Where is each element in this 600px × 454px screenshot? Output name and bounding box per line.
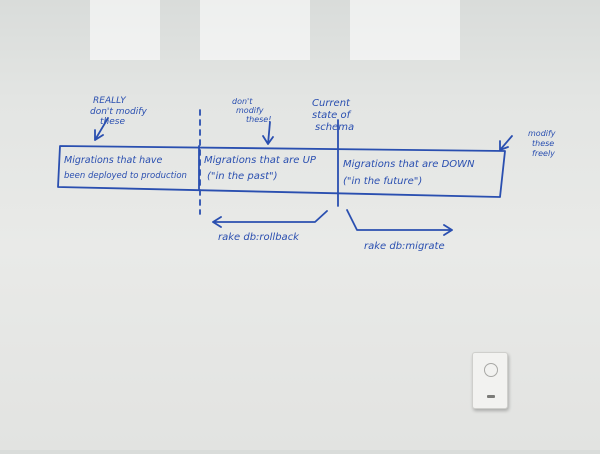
note-dont-modify-line2: modify xyxy=(236,106,264,115)
svg-text:Migrations that are DOWN: Migrations that are DOWN ("in the future… xyxy=(343,159,478,187)
box-up-line2: ("in the past") xyxy=(207,171,278,182)
note-freely-line1: modify xyxy=(528,129,556,138)
thermostat-logo xyxy=(487,395,495,398)
rollback-arrow-icon xyxy=(212,210,328,228)
timeline-box-outline xyxy=(57,145,506,198)
note-dont-modify-line3: these! xyxy=(246,115,271,124)
ceiling-light-reflection xyxy=(350,0,460,60)
rake-migrate-label: rake db:migrate xyxy=(364,241,445,252)
svg-text:modify these freel: modify these freely xyxy=(528,129,558,158)
note-freely-line2: these xyxy=(532,139,554,148)
wall-thermostat xyxy=(472,352,508,409)
note-really-line2: don't modify xyxy=(90,107,147,117)
box-deployed-line2: been deployed to production xyxy=(64,171,187,181)
svg-text:Current state of s: Current state of schema xyxy=(312,98,354,133)
svg-text:REALLY don't modify: REALLY don't modify these xyxy=(90,96,150,127)
rake-rollback-label: rake db:rollback xyxy=(218,232,300,243)
box-down-line1: Migrations that are DOWN xyxy=(343,159,475,170)
note-dont-modify-line1: don't xyxy=(232,97,253,106)
note-freely-line3: freely xyxy=(532,149,555,158)
note-really-line3: these xyxy=(100,117,125,127)
migrate-arrow-icon xyxy=(346,209,453,236)
svg-text:Migrations that have bee: Migrations that have been deployed to pr… xyxy=(64,155,187,181)
svg-text:Migrations that are UP (: Migrations that are UP ("in the past") xyxy=(204,155,319,182)
arrow-icon xyxy=(94,117,109,141)
box-deployed-line1: Migrations that have xyxy=(64,155,163,166)
ceiling-light-reflection xyxy=(90,0,160,60)
thermostat-dial-icon xyxy=(484,363,498,377)
current-state-line3: schema xyxy=(315,122,354,133)
current-state-line2: state of xyxy=(312,110,352,121)
ceiling-light-reflection xyxy=(200,0,310,60)
note-really-line1: REALLY xyxy=(93,96,127,106)
arrow-icon xyxy=(262,121,274,145)
box-down-line2: ("in the future") xyxy=(343,176,422,187)
svg-text:don't modify these: don't modify these! xyxy=(232,97,271,124)
current-state-line1: Current xyxy=(312,98,351,109)
box-up-line1: Migrations that are UP xyxy=(204,155,317,166)
arrow-icon xyxy=(499,135,513,151)
